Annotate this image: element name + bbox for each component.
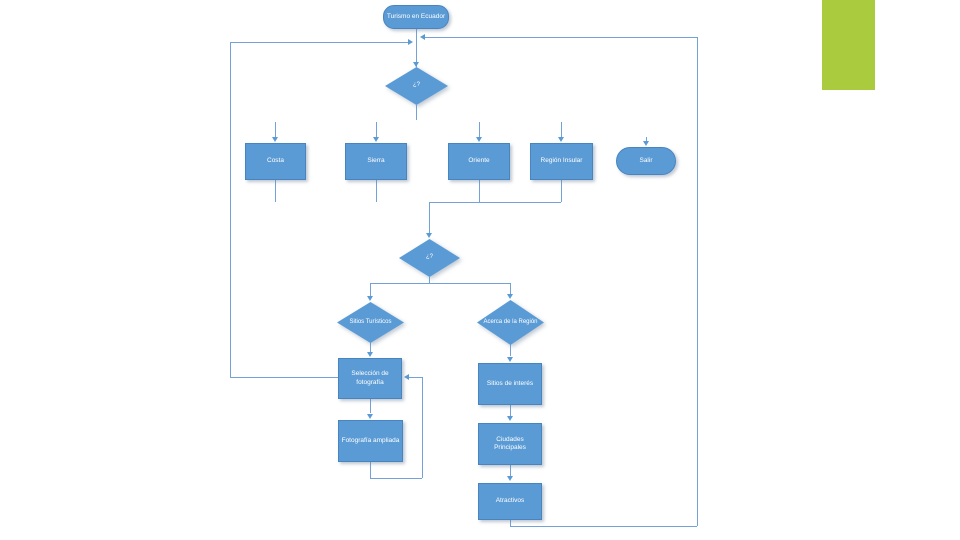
- arrowhead-down-icon: [367, 296, 373, 301]
- arrowhead-right-icon: [408, 39, 413, 45]
- node-label: Turismo en Ecuador: [386, 12, 446, 20]
- flowchart-node-sitios-interes[interactable]: Sitios de interés: [478, 363, 542, 405]
- flowchart-node-foto-ampliada[interactable]: Fotografía ampliada: [338, 420, 403, 462]
- node-shape: [448, 143, 510, 180]
- flowchart-node-sitios-turisticos[interactable]: Sitios Turísticos: [337, 302, 404, 343]
- node-shape: [338, 420, 403, 462]
- arrowhead-down-icon: [367, 414, 373, 419]
- flowchart-node-sierra[interactable]: Sierra: [345, 143, 407, 180]
- node-label: Ciudades Principales: [494, 435, 526, 451]
- connector-line: [370, 342, 371, 352]
- arrowhead-down-icon: [413, 62, 419, 67]
- node-label: ¿?: [425, 254, 433, 261]
- node-shape: [245, 143, 306, 180]
- connector-line: [376, 180, 377, 202]
- connector-line: [424, 37, 697, 38]
- node-label: Sitios de interés: [486, 379, 534, 387]
- node-label: Oriente: [468, 157, 490, 165]
- connector-line: [510, 520, 511, 526]
- arrowhead-down-icon: [558, 137, 564, 142]
- node-label: Región Insular: [540, 157, 583, 165]
- connector-line: [275, 180, 276, 202]
- connector-line: [370, 462, 371, 478]
- flowchart-node-decision-1[interactable]: ¿?: [385, 67, 448, 105]
- arrowhead-left-icon: [420, 34, 425, 40]
- arrowhead-down-icon: [507, 416, 513, 421]
- connector-line: [370, 283, 510, 284]
- arrowhead-down-icon: [367, 352, 373, 357]
- node-shape: [338, 358, 402, 399]
- flowchart-node-salir[interactable]: Salir: [616, 147, 676, 175]
- node-label: Salir: [639, 156, 653, 164]
- flowchart-node-decision-2[interactable]: ¿?: [399, 239, 460, 277]
- connector-line: [370, 283, 371, 296]
- arrowhead-down-icon: [507, 294, 513, 299]
- flowchart-node-seleccion-foto[interactable]: Selección de fotografía: [338, 358, 402, 399]
- connector-line: [230, 42, 231, 377]
- node-label: Acerca de la Región: [483, 318, 538, 325]
- connector-line: [510, 344, 511, 356]
- node-label: Sitios Turísticos: [349, 318, 392, 325]
- arrowhead-down-icon: [507, 357, 513, 362]
- accent-bar: [822, 0, 875, 90]
- connector-line: [370, 478, 422, 479]
- connector-line: [510, 405, 511, 416]
- connector-line: [429, 202, 561, 203]
- flowchart-node-costa[interactable]: Costa: [245, 143, 306, 180]
- flowchart-node-atractivos[interactable]: Atractivos: [478, 483, 542, 520]
- flowchart-node-insular[interactable]: Región Insular: [530, 143, 593, 180]
- arrowhead-down-icon: [373, 137, 379, 142]
- arrowhead-down-icon: [476, 137, 482, 142]
- flowchart-node-oriente[interactable]: Oriente: [448, 143, 510, 180]
- node-label: Sierra: [367, 157, 385, 165]
- connector-line: [510, 526, 697, 527]
- connector-line: [561, 180, 562, 202]
- arrowhead-down-icon: [272, 137, 278, 142]
- connector-line: [370, 399, 371, 413]
- connector-line: [646, 137, 647, 142]
- node-label: Fotografía ampliada: [341, 436, 400, 444]
- connector-line: [230, 377, 338, 378]
- node-shape: [478, 363, 542, 405]
- node-shape: [383, 5, 449, 29]
- node-shape: [478, 423, 542, 465]
- node-shape: [616, 147, 676, 175]
- connector-line: [479, 122, 480, 138]
- flowchart-node-ciudades[interactable]: Ciudades Principales: [478, 423, 542, 465]
- node-label: Atractivos: [495, 497, 525, 505]
- connector-line: [230, 42, 411, 43]
- connector-line: [479, 180, 480, 202]
- arrowhead-down-icon: [643, 141, 649, 146]
- connector-line: [429, 277, 430, 283]
- connector-line: [429, 202, 430, 233]
- connector-line: [275, 122, 276, 138]
- arrowhead-down-icon: [507, 476, 513, 481]
- connector-line: [416, 29, 417, 67]
- arrowhead-left-icon: [404, 374, 409, 380]
- connector-line: [697, 37, 698, 526]
- node-label: ¿?: [412, 82, 420, 89]
- connector-line: [422, 377, 423, 478]
- node-label: Costa: [267, 157, 284, 165]
- connector-line: [510, 283, 511, 294]
- flowchart-node-acerca-region[interactable]: Acerca de la Región: [477, 300, 544, 345]
- arrowhead-down-icon: [426, 233, 432, 238]
- connector-line: [376, 122, 377, 138]
- node-label: Selección de fotografía: [351, 370, 389, 386]
- connector-line: [416, 105, 417, 120]
- node-shape: [478, 483, 542, 520]
- connector-line: [510, 465, 511, 476]
- flowchart-node-start[interactable]: Turismo en Ecuador: [383, 5, 449, 29]
- connector-line: [561, 122, 562, 138]
- node-shape: [345, 143, 407, 180]
- connector-line: [409, 377, 422, 378]
- node-shape: [530, 143, 593, 180]
